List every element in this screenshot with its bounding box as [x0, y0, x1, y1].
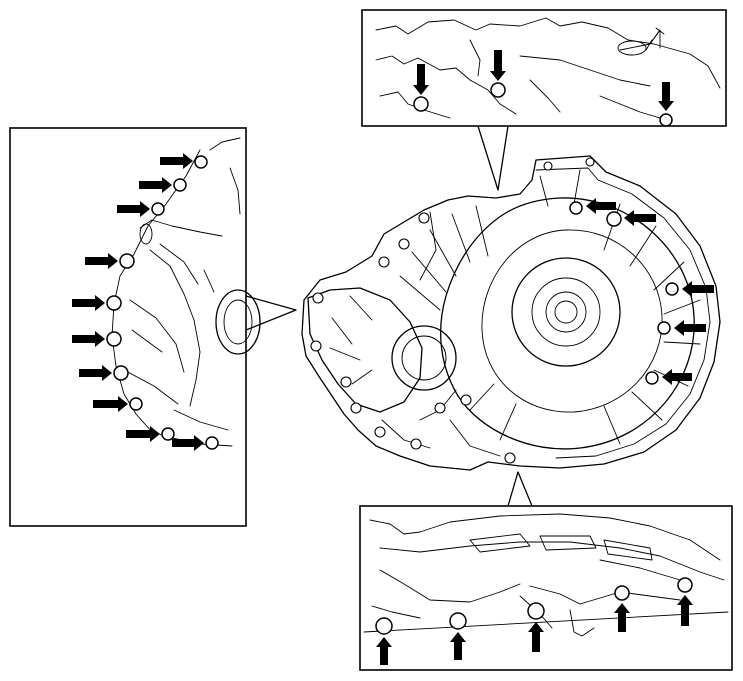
bell-housing-ring	[439, 197, 695, 450]
arrow-right-icon	[93, 396, 128, 412]
bolt	[569, 201, 583, 215]
detail-bottom	[359, 471, 733, 671]
arrow-left-icon	[674, 320, 706, 336]
main-transaxle-view	[301, 155, 721, 471]
bolt	[490, 82, 506, 98]
callout-left	[245, 295, 297, 331]
bolt	[657, 321, 671, 335]
bolt	[614, 585, 630, 601]
arrow-left-icon	[624, 210, 656, 226]
arrow-up-icon	[614, 603, 630, 632]
bolt	[449, 612, 467, 630]
bolt	[106, 331, 122, 347]
bolt	[113, 365, 129, 381]
bolt	[161, 427, 175, 441]
bolt	[205, 436, 219, 450]
bolt	[151, 202, 165, 216]
arrow-right-icon	[85, 253, 118, 269]
callout-bottom	[507, 471, 533, 507]
arrow-right-icon	[160, 153, 193, 169]
arrow-left-icon	[682, 281, 714, 297]
bolt	[119, 253, 135, 269]
bolt	[645, 371, 659, 385]
arrow-left-icon	[586, 198, 616, 214]
bolt	[375, 617, 393, 635]
arrow-down-icon	[490, 50, 506, 81]
bolt	[527, 602, 545, 620]
bolt	[194, 155, 208, 169]
detail-bottom-frame	[359, 505, 733, 671]
detail-top-pin	[645, 27, 665, 51]
arrow-right-icon	[126, 426, 160, 442]
arrow-right-icon	[79, 365, 112, 381]
seal-inner	[223, 299, 253, 345]
detail-left-frame	[9, 127, 247, 527]
housing-ribs	[329, 203, 701, 445]
arrow-down-icon	[658, 82, 674, 111]
main-view-bolts	[569, 198, 714, 385]
arrow-up-icon	[528, 622, 544, 652]
bolt	[129, 397, 143, 411]
bolt	[106, 295, 122, 311]
detail-bottom-window	[469, 533, 653, 561]
hub-outer	[511, 257, 621, 367]
callout-top	[477, 125, 509, 191]
bolt	[665, 282, 679, 296]
housing-bosses	[310, 157, 595, 464]
bolt	[173, 178, 187, 192]
axle-bore-inner	[401, 335, 447, 381]
hub-mid	[531, 277, 601, 347]
arrow-right-icon	[72, 295, 105, 311]
housing-flange	[535, 167, 711, 459]
arrow-right-icon	[172, 435, 204, 451]
bolt	[677, 577, 693, 593]
bolt	[606, 211, 622, 227]
seal-outer	[215, 289, 261, 355]
arrow-down-icon	[413, 64, 429, 95]
bolt	[413, 96, 429, 112]
axle-bore-outer	[391, 325, 457, 391]
arrow-right-icon	[139, 177, 172, 193]
hub-center	[554, 300, 578, 324]
detail-top-casting	[375, 17, 721, 119]
arrow-left-icon	[662, 369, 692, 385]
arrow-up-icon	[450, 632, 466, 660]
bolt	[659, 113, 673, 127]
bell-housing-inner	[481, 229, 663, 413]
detail-left	[9, 127, 297, 527]
housing-detail-lines	[381, 169, 581, 457]
detail-top	[361, 9, 727, 191]
differential-housing	[307, 287, 423, 413]
arrow-up-icon	[677, 595, 693, 626]
housing-outline	[301, 155, 721, 471]
arrow-up-icon	[376, 637, 392, 665]
arrow-right-icon	[117, 201, 150, 217]
hub-inner	[545, 291, 587, 333]
arrow-right-icon	[72, 331, 105, 347]
